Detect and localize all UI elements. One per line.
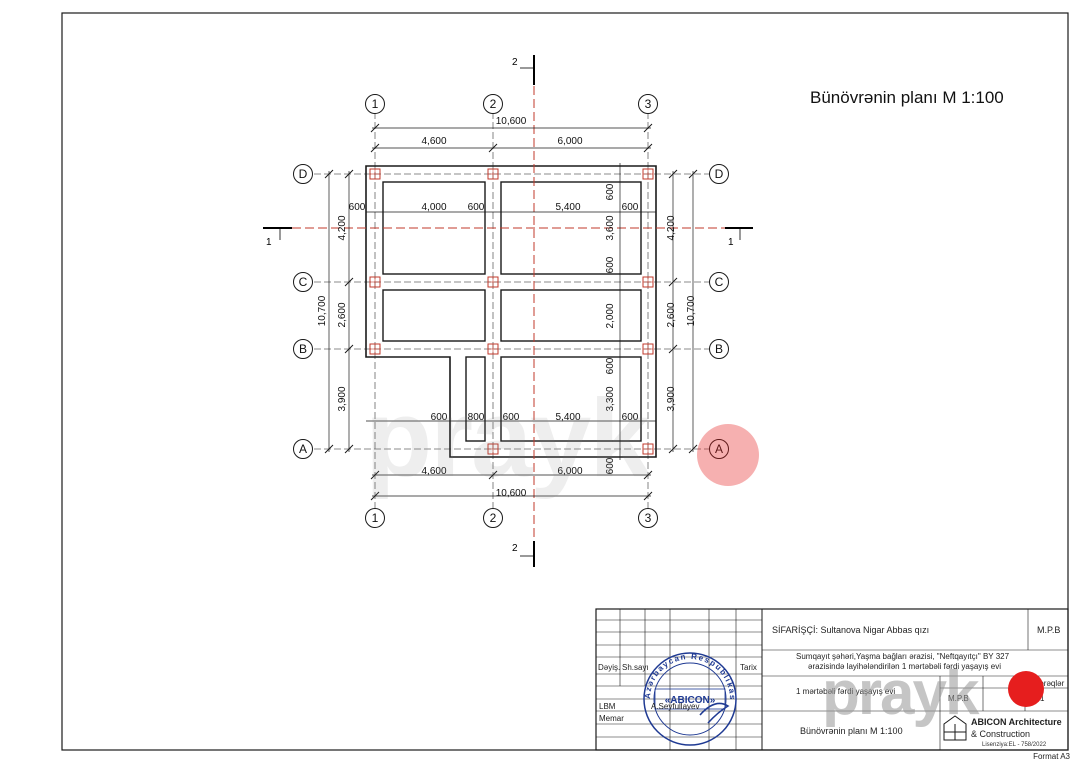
dim-top-total: 10,600 [496, 116, 527, 127]
dim-v-room2: 2,000 [605, 303, 616, 328]
axis-grid [314, 112, 710, 508]
sheet-frame [61, 12, 1069, 751]
foundation-openings [382, 181, 642, 442]
axis-label-c-right: C [715, 275, 724, 289]
dim-right-cb: 2,600 [666, 302, 677, 327]
dimension-lines [328, 127, 694, 497]
dim-left-dc: 4,200 [337, 215, 348, 240]
company-logo-icon [943, 715, 967, 741]
dim-left-total: 10,700 [317, 295, 328, 326]
column-markers [369, 168, 654, 455]
dimension-ticks [324, 123, 698, 501]
dim-bottom-left: 4,600 [421, 466, 446, 477]
dim-v-bottom: 600 [605, 457, 616, 474]
axis-label-c-left: C [299, 275, 308, 289]
dim-v-room1: 3,600 [605, 215, 616, 240]
axis-label-d-right: D [715, 167, 724, 181]
company-name-line2: & Construction [971, 729, 1031, 739]
axis-label-a-right: A [715, 442, 723, 456]
dim-top-right: 6,000 [557, 136, 582, 147]
section-mark-left: 1 [266, 237, 272, 248]
role-lbm: LBM [599, 702, 616, 711]
dim-v-mid1: 600 [605, 256, 616, 273]
dim-r1-room1: 4,000 [421, 202, 446, 213]
section-arrow-ticks [279, 67, 741, 557]
dim-right-dc: 4,200 [666, 215, 677, 240]
stage-code: M.P.B [1037, 625, 1061, 635]
dim-r3-room: 5,400 [555, 412, 580, 423]
dim-left-ba: 3,900 [337, 386, 348, 411]
col-label-date: Tarix [740, 663, 757, 672]
dim-left-cb: 2,600 [337, 302, 348, 327]
dim-r1-room2: 5,400 [555, 202, 580, 213]
dim-r1-w3: 600 [622, 202, 639, 213]
dim-bottom-total: 10,600 [496, 488, 527, 499]
dim-r1-w2: 600 [468, 202, 485, 213]
axis-label-2-bottom: 2 [490, 511, 497, 525]
axis-label-2-top: 2 [490, 97, 497, 111]
col-label-sheets: Sh.sayı [622, 663, 649, 672]
dim-r3-w2: 600 [503, 412, 520, 423]
axis-label-1-top: 1 [372, 97, 379, 111]
client-name: SİFARİŞÇİ: Sultanova Nigar Abbas qızı [772, 625, 930, 635]
section-arrows [263, 55, 753, 567]
section-lines [292, 86, 725, 541]
sheet-header: Vərəqlər [1034, 679, 1065, 688]
axis-bubbles [293, 94, 729, 528]
person-name: A.Seyfullayev [651, 702, 700, 711]
plan-title: Bünövrənin planı M 1:100 [810, 88, 1004, 107]
sheet-title: Bünövrənin planı M 1:100 [800, 726, 903, 736]
axis-label-d-left: D [299, 167, 308, 181]
section-mark-top: 2 [512, 57, 518, 68]
axis-label-b-right: B [715, 342, 723, 356]
dim-bottom-right: 6,000 [557, 466, 582, 477]
section-mark-bottom: 2 [512, 543, 518, 554]
sheet-number: 1 [1040, 694, 1045, 703]
title-block [595, 608, 1069, 751]
sheet-code: M.P.B [948, 694, 969, 703]
stamp-center-text: «ABICON» [665, 695, 716, 706]
dim-r1-w1: 600 [349, 202, 366, 213]
dim-right-ba: 3,900 [666, 386, 677, 411]
role-architect: Memar [599, 714, 624, 723]
axis-label-a-left: A [299, 442, 307, 456]
company-name-line1: ABICON Architecture [971, 717, 1062, 727]
foundation-plan: 2 2 1 1 1 2 3 1 2 3 D [263, 55, 753, 567]
dim-right-total: 10,700 [686, 295, 697, 326]
dim-r3-w3: 600 [622, 412, 639, 423]
axis-label-b-left: B [299, 342, 307, 356]
section-mark-right: 1 [728, 237, 734, 248]
dim-v-top: 600 [605, 183, 616, 200]
address-line-2: ərazisində layihələndirilən 1 mərtəbəli … [808, 662, 1001, 671]
building-short: 1 mərtəbəli fərdi yaşayış evi [796, 687, 896, 696]
dim-r3-w1: 600 [431, 412, 448, 423]
foundation-outline [365, 165, 657, 458]
address-line-1: Sumqayıt şəhəri,Yaşma bağları ərazisi, "… [796, 652, 1010, 661]
dim-r3-narrow: 800 [468, 412, 485, 423]
col-label-change: Dəyiş. [598, 663, 621, 672]
company-stamp: Azərbaycan Respublikası «ABICON» [0, 0, 737, 746]
axis-label-3-bottom: 3 [645, 511, 652, 525]
dim-v-room3: 3,300 [605, 386, 616, 411]
format-label: Format A3 [1033, 752, 1070, 761]
axis-label-3-top: 3 [645, 97, 652, 111]
dim-v-mid2: 600 [605, 357, 616, 374]
license-number: Lisenziya:EL - 758/2022 [982, 742, 1047, 748]
dim-top-left: 4,600 [421, 136, 446, 147]
axis-label-1-bottom: 1 [372, 511, 379, 525]
